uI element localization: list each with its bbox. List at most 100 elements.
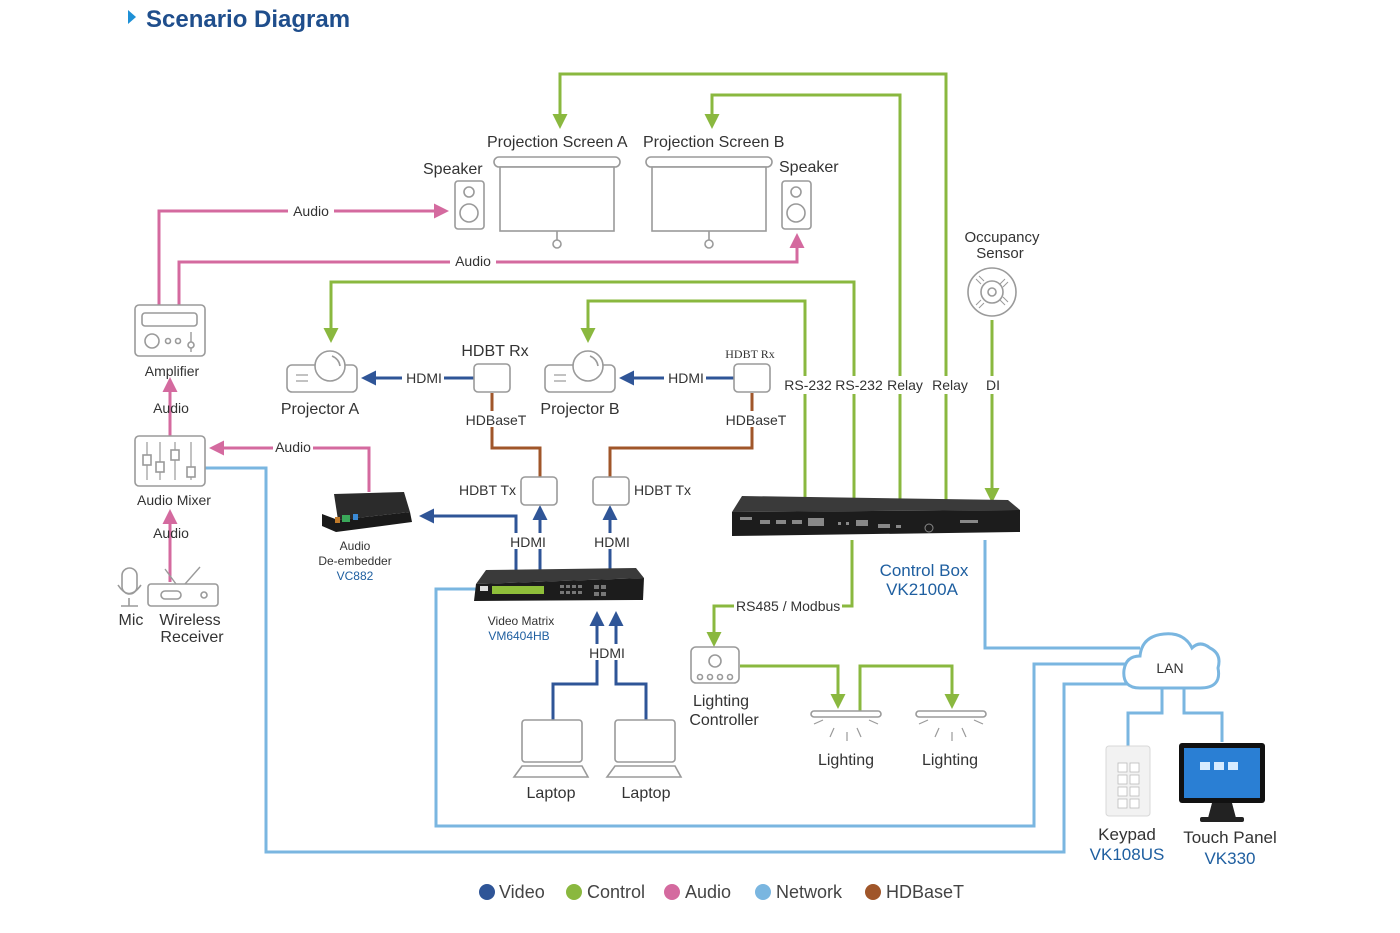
control-labels: RS-232 RS-232 Relay Relay DI [782, 376, 1004, 394]
wire-network-touch-panel [1182, 688, 1224, 742]
touch-panel-label: Touch Panel [1183, 828, 1277, 847]
legend-label-video: Video [499, 882, 545, 902]
video-wires [361, 370, 734, 720]
wire-audio-deembedder-mixer [209, 440, 371, 492]
projection-screen-b-label: Projection Screen B [643, 134, 784, 151]
hdbt-rx-b: HDBT Rx [725, 347, 775, 393]
label-hdmi-laptops: HDMI [589, 645, 625, 661]
wire-hdbaset-a [490, 393, 542, 477]
label-hdmi-projector-b: HDMI [668, 370, 704, 386]
video-matrix-label: Video Matrix [488, 614, 554, 628]
label-rs485-modbus: RS485 / Modbus [736, 598, 840, 614]
wire-lighting-2 [858, 664, 960, 712]
lighting-controller: Lighting Controller [689, 646, 759, 729]
legend-swatch-hdbaset [865, 884, 881, 900]
projector-a-label: Projector A [281, 401, 360, 418]
legend-label-audio: Audio [685, 882, 731, 902]
audio-deembedder-model: VC882 [337, 569, 374, 583]
touch-panel: Touch Panel VK330 [1179, 743, 1277, 868]
projector-a: Projector A [281, 350, 360, 418]
label-hdmi-matrix-out-a: HDMI [510, 534, 546, 550]
speaker-left-label: Speaker [423, 161, 483, 178]
legend-swatch-audio [664, 884, 680, 900]
lighting-1-label: Lighting [818, 752, 874, 769]
page-title: Scenario Diagram [146, 6, 350, 33]
projection-screen-a: Projection Screen A [487, 134, 628, 249]
wire-network-control-box [983, 540, 1140, 650]
control-box-model: VK2100A [886, 580, 958, 599]
label-audio-deembedder-mixer: Audio [275, 439, 311, 455]
legend-swatch-video [479, 884, 495, 900]
occupancy-sensor-label-2: Sensor [976, 245, 1024, 262]
label-hdmi-projector-a: HDMI [406, 370, 442, 386]
keypad: Keypad VK108US [1090, 745, 1165, 864]
network-wires [205, 466, 1224, 854]
label-di: DI [986, 377, 1000, 393]
legend-item-network: Network [755, 882, 843, 902]
legend-item-hdbaset: HDBaseT [865, 882, 964, 902]
audio-mixer-label: Audio Mixer [137, 492, 211, 508]
legend-item-control: Control [566, 882, 645, 902]
hdbt-tx-b-label: HDBT Tx [634, 482, 691, 498]
wire-audio-speaker-a [157, 203, 449, 305]
speaker-left: Speaker [423, 161, 485, 230]
keypad-label: Keypad [1098, 825, 1156, 844]
label-rs232-b: RS-232 [835, 377, 883, 393]
label-audio-mixer-amp: Audio [153, 400, 189, 416]
wire-network-matrix [434, 587, 1128, 828]
wire-network-keypad [1126, 688, 1164, 746]
label-audio-receiver-mixer: Audio [153, 525, 189, 541]
label-rs232-a: RS-232 [784, 377, 832, 393]
laptop-1-label: Laptop [527, 785, 576, 802]
audio-deembedder-label-1: Audio [340, 539, 371, 553]
label-audio-speaker-b: Audio [455, 253, 491, 269]
legend-label-control: Control [587, 882, 645, 902]
legend-label-network: Network [776, 882, 843, 902]
control-box: Control Box VK2100A [732, 496, 1020, 599]
wire-hdmi-laptop-2 [608, 611, 648, 720]
hdbt-rx-a: HDBT Rx [461, 343, 529, 393]
wire-network-mixer [205, 466, 1138, 854]
legend-item-video: Video [479, 882, 545, 902]
wire-hdbaset-b [608, 393, 754, 477]
section-header: Scenario Diagram [128, 6, 350, 33]
label-audio-speaker-a: Audio [293, 203, 329, 219]
hdbt-tx-b: HDBT Tx [592, 476, 691, 506]
lighting-controller-label-1: Lighting [693, 693, 749, 710]
wireless-receiver-label-2: Receiver [160, 629, 224, 646]
caret-right-icon [128, 10, 136, 24]
audio-mixer: Audio Mixer [134, 435, 211, 508]
video-matrix-model: VM6404HB [488, 629, 549, 643]
audio-deembedder: Audio De-embedder VC882 [318, 492, 412, 583]
mic-label: Mic [119, 612, 144, 629]
projection-screen-b: Projection Screen B [643, 134, 784, 249]
wireless-receiver-label-1: Wireless [159, 612, 220, 629]
lan-cloud: LAN [1122, 632, 1221, 690]
amplifier: Amplifier [134, 304, 206, 379]
label-relay-a: Relay [887, 377, 923, 393]
control-box-label: Control Box [880, 561, 969, 580]
wire-relay-screen-a [552, 72, 948, 500]
label-relay-b: Relay [932, 377, 968, 393]
lighting-controller-label-2: Controller [689, 712, 759, 729]
projection-screen-a-label: Projection Screen A [487, 134, 628, 151]
wire-relay-screen-b [704, 93, 902, 500]
wire-hdmi-deembedder [419, 508, 518, 570]
hdbt-tx-a-label: HDBT Tx [459, 482, 516, 498]
projector-b: Projector B [540, 350, 620, 418]
keypad-model: VK108US [1090, 845, 1165, 864]
label-hdmi-matrix-out-b: HDMI [594, 534, 630, 550]
wireless-receiver: Wireless Receiver [147, 566, 224, 646]
lighting-2-label: Lighting [922, 752, 978, 769]
label-hdbaset-b: HDBaseT [726, 412, 787, 428]
speaker-right-label: Speaker [779, 159, 839, 176]
lighting-2: Lighting [915, 710, 987, 769]
audio-deembedder-label-2: De-embedder [318, 554, 391, 568]
legend-label-hdbaset: HDBaseT [886, 882, 964, 902]
lighting-1: Lighting [810, 710, 882, 769]
touch-panel-model: VK330 [1204, 849, 1255, 868]
wire-rs485-lighting-controller [706, 540, 854, 647]
amplifier-label: Amplifier [145, 363, 200, 379]
legend-swatch-control [566, 884, 582, 900]
